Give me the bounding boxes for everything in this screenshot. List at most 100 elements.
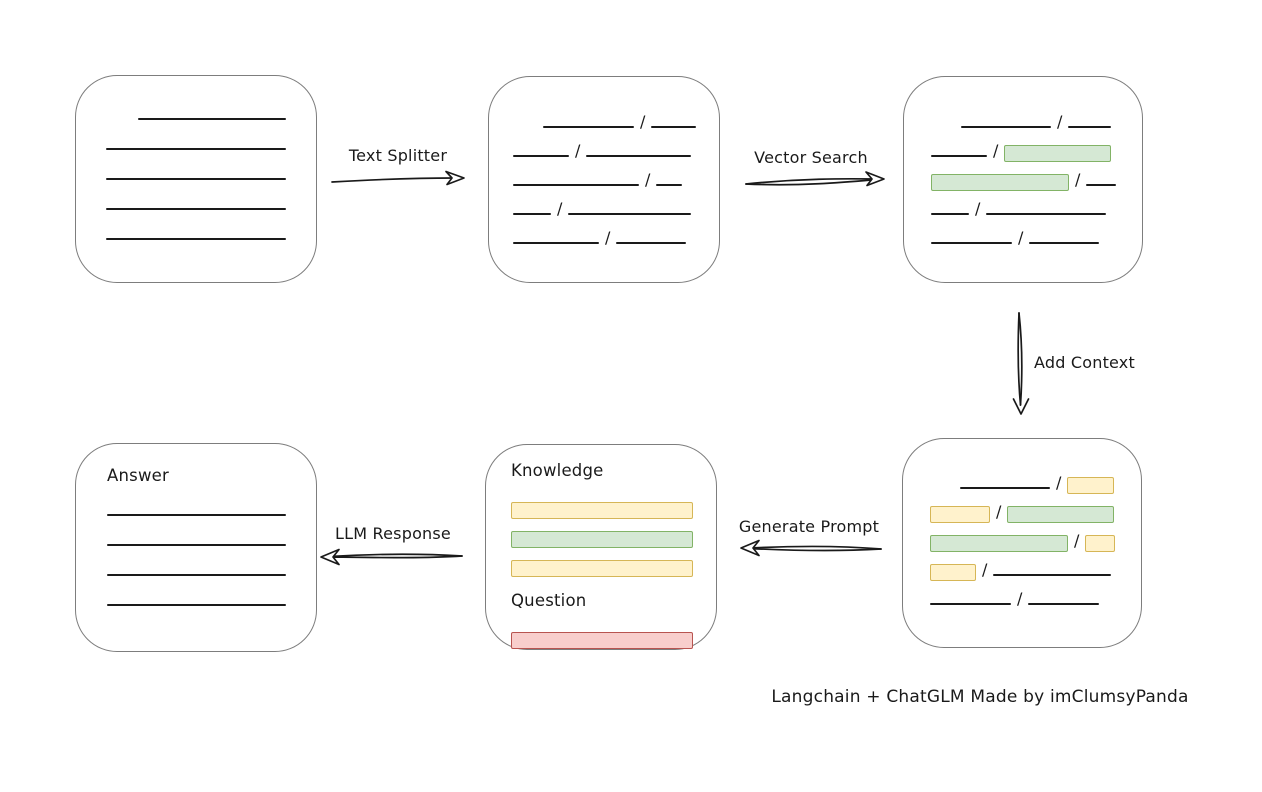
generate-prompt-arrow [740, 539, 882, 557]
chunk-row: / [931, 102, 1142, 131]
chunk-row: / [931, 160, 1142, 191]
text-line [138, 118, 286, 120]
chunk-row: / [513, 218, 719, 247]
chunk-row [106, 123, 316, 153]
text-line [106, 148, 286, 150]
generate-prompt-label: Generate Prompt [738, 517, 880, 536]
text-line [513, 242, 599, 244]
question-heading: Question [511, 591, 587, 610]
question-bar [511, 618, 716, 649]
green-chunk [511, 531, 693, 548]
text-line [656, 184, 683, 186]
chunk-row: / [930, 492, 1141, 523]
chunk-row: / [930, 579, 1141, 608]
text-line [107, 514, 286, 516]
text-line [513, 213, 551, 215]
source-document-box [75, 75, 317, 283]
chunk-row: / [513, 102, 719, 131]
chunk-row [106, 153, 316, 183]
context-rows: / / / / / [903, 439, 1141, 608]
text-line [993, 574, 1112, 576]
text-splitter-label: Text Splitter [348, 146, 448, 165]
yellow-chunk [930, 506, 990, 523]
text-line [586, 155, 692, 157]
text-line [651, 126, 697, 128]
answer-heading: Answer [107, 466, 169, 485]
chunk-row: / [513, 131, 719, 160]
slash-separator: / [993, 141, 999, 160]
slash-separator: / [645, 170, 651, 189]
yellow-chunk [511, 560, 693, 577]
chunk-row: / [513, 160, 719, 189]
prompt-box: Knowledge Question [485, 444, 717, 650]
add-context-arrow [1012, 312, 1030, 415]
text-line [568, 213, 692, 215]
text-line [616, 242, 687, 244]
chunk-row [511, 618, 716, 649]
text-line [107, 544, 286, 546]
text-line [543, 126, 634, 128]
text-line [1028, 603, 1100, 605]
text-line [1029, 242, 1100, 244]
spacer [930, 491, 954, 492]
text-line [960, 487, 1050, 489]
slash-separator: / [640, 112, 646, 131]
text-line [931, 155, 987, 157]
text-line [106, 208, 286, 210]
text-line [931, 213, 969, 215]
slash-separator: / [975, 199, 981, 218]
diagram-caption: Langchain + ChatGLM Made by imClumsyPand… [771, 687, 1189, 707]
yellow-chunk [930, 564, 976, 581]
green-chunk [1007, 506, 1115, 523]
spacer [513, 130, 537, 131]
slash-separator: / [982, 560, 988, 579]
chunk-row: / [930, 521, 1141, 552]
text-line [986, 213, 1107, 215]
chunk-row: / [931, 189, 1142, 218]
chunk-row [107, 549, 316, 579]
chunk-row: / [513, 189, 719, 218]
yellow-chunk [511, 502, 693, 519]
green-chunk [1004, 145, 1112, 162]
yellow-chunk [1067, 477, 1115, 494]
spacer [106, 122, 132, 123]
answer-box-content: Answer [76, 444, 316, 609]
slash-separator: / [1018, 228, 1024, 247]
prompt-box-content: Knowledge Question [486, 445, 716, 649]
chunk-row [106, 93, 316, 123]
llm-response-arrow [320, 548, 463, 566]
split-chunks-box: ///// [488, 76, 720, 283]
chunk-row [107, 579, 316, 609]
add-context-label: Add Context [1034, 353, 1135, 372]
llm-response-label: LLM Response [335, 524, 451, 543]
slash-separator: / [1056, 473, 1062, 492]
vector-search-label: Vector Search [754, 148, 868, 167]
chunk-row [107, 519, 316, 549]
slash-separator: / [1075, 170, 1081, 189]
text-line [961, 126, 1051, 128]
text-line [513, 184, 639, 186]
text-line [931, 242, 1012, 244]
text-line [1068, 126, 1112, 128]
chunk-row [106, 183, 316, 213]
knowledge-bars [511, 488, 716, 577]
text-line [107, 574, 286, 576]
vector-search-arrow [745, 171, 885, 187]
slash-separator: / [996, 502, 1002, 521]
answer-box: Answer [75, 443, 317, 652]
slash-separator: / [575, 141, 581, 160]
slash-separator: / [1074, 531, 1080, 550]
text-line [107, 604, 286, 606]
split-chunk-rows: ///// [489, 77, 719, 247]
text-splitter-arrow [331, 170, 465, 186]
text-line [106, 178, 286, 180]
slash-separator: / [1057, 112, 1063, 131]
text-line [106, 238, 286, 240]
slash-separator: / [1017, 589, 1023, 608]
context-box: / / / / / [902, 438, 1142, 648]
chunk-row: / [930, 550, 1141, 581]
slash-separator: / [557, 199, 563, 218]
answer-lines [107, 485, 316, 609]
chunk-row: / [930, 463, 1141, 494]
